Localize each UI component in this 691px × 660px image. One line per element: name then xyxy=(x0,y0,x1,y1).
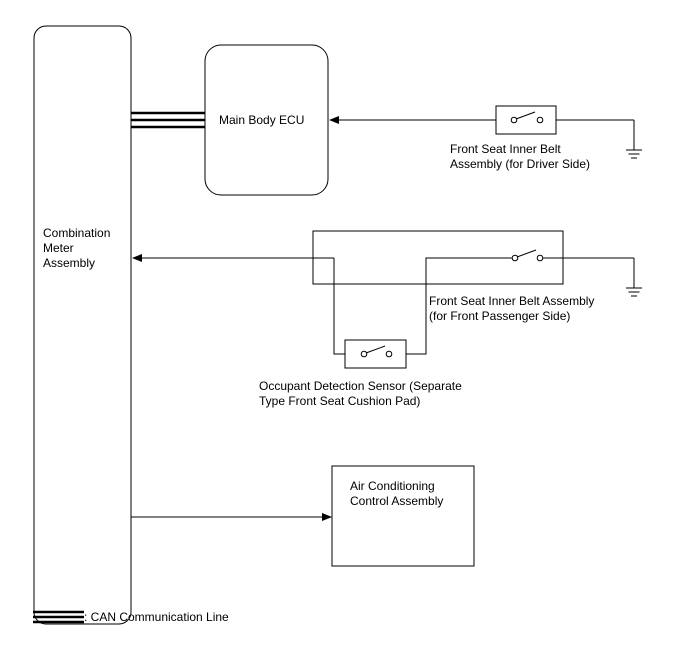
driver-belt-ground-icon xyxy=(626,149,642,159)
can-bus-line xyxy=(131,111,205,129)
combination-meter-box xyxy=(33,25,132,625)
occupant-sensor-label-line2: Type Front Seat Cushion Pad) xyxy=(259,394,421,408)
combination-meter-label: Combination Meter Assembly xyxy=(43,226,110,271)
occupant-sensor-switch-icon xyxy=(360,345,393,358)
occupant-sensor-label: Occupant Detection Sensor (Separate Type… xyxy=(259,379,462,409)
ac-control-label: Air Conditioning Control Assembly xyxy=(350,479,443,509)
can-legend-symbol xyxy=(33,610,84,624)
driver-belt-switch-box xyxy=(495,105,557,135)
passenger-belt-label-line1: Front Seat Inner Belt Assembly xyxy=(429,294,595,308)
driver-belt-label-line2: Assembly (for Driver Side) xyxy=(450,157,591,171)
passenger-belt-label-line2: (for Front Passenger Side) xyxy=(429,309,571,323)
passenger-belt-switch-icon xyxy=(511,249,544,262)
combination-meter-label-line2: Meter xyxy=(43,241,74,255)
occupant-sensor-switch-box xyxy=(344,339,407,369)
combination-meter-label-line3: Assembly xyxy=(43,256,96,270)
main-body-ecu-label: Main Body ECU xyxy=(219,113,305,127)
occupant-sensor-wire-left xyxy=(333,258,345,355)
ac-control-label-line1: Air Conditioning xyxy=(350,479,435,493)
combination-meter-label-line1: Combination xyxy=(43,226,111,240)
ac-control-box xyxy=(331,465,475,567)
driver-belt-label: Front Seat Inner Belt Assembly (for Driv… xyxy=(450,142,590,172)
occupant-sensor-label-line1: Occupant Detection Sensor (Separate xyxy=(259,379,462,393)
passenger-belt-ground-icon xyxy=(626,287,642,297)
driver-belt-label-line1: Front Seat Inner Belt xyxy=(450,142,561,156)
passenger-belt-label: Front Seat Inner Belt Assembly (for Fron… xyxy=(429,294,594,324)
ac-control-label-line2: Control Assembly xyxy=(350,494,444,508)
occupant-sensor-wire-right xyxy=(406,257,514,355)
can-legend-label: : CAN Communication Line xyxy=(84,610,229,624)
driver-belt-switch-icon xyxy=(510,111,544,124)
